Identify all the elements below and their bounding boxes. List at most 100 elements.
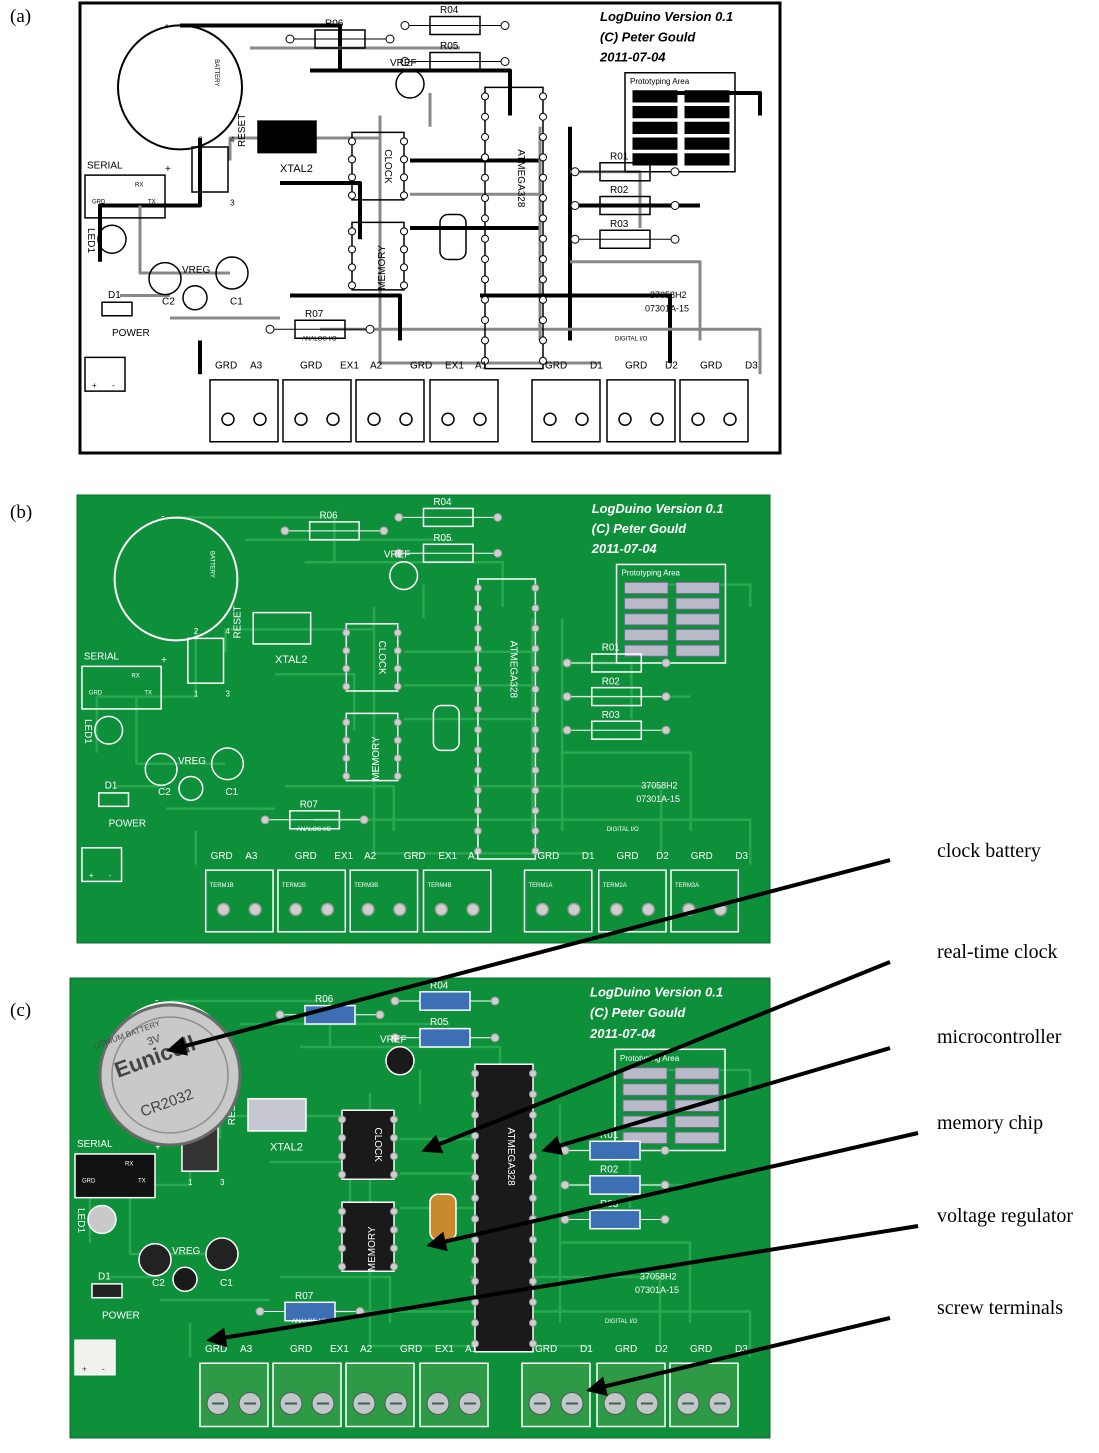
terminal-label: GRD [690,1344,712,1355]
diode-body [98,792,130,808]
crystal-label: XTAL2 [270,1142,303,1154]
terminal-pad [399,412,413,426]
diode-label: D1 [108,290,121,301]
diode-body [101,301,133,317]
prototyping-area-label: Prototyping Area [622,569,681,578]
chip-pad [539,194,547,203]
board-title: LogDuino Version 0.1 [590,984,723,999]
chip-pad [338,1244,346,1253]
resistor-pad [490,1033,500,1043]
vref-component [385,1046,415,1076]
prototyping-pad-row [675,613,721,626]
resistor-pad [562,692,572,702]
callout-arrows [166,858,919,1396]
chip-pad [539,173,547,182]
terminal-label: A3 [250,361,263,372]
chip-pad [531,766,540,775]
resistor-label: R06 [320,511,339,522]
panel-a-label: (a) [10,6,32,27]
resistor-pad [670,234,680,244]
prototyping-pad-row [684,90,730,103]
resistor-pad [275,1010,285,1020]
panel-b-label: (b) [10,502,33,523]
chip-pad [481,234,489,243]
resistor-pad [670,201,680,210]
chip-pad [400,137,408,146]
chip-pad [481,295,489,304]
prototyping-area-outline [615,563,727,664]
reset-switch [187,637,225,684]
prototyping-pad-row [675,581,721,595]
chip-pad [473,826,482,835]
terminal-label: EX1 [334,851,353,862]
battery-label: BATTERY [209,551,215,578]
resistor-label: R04 [433,497,452,508]
board-copyright: (C) Peter Gould [590,1005,686,1020]
resistor-body [591,653,643,673]
chip-pad [393,772,402,781]
vreg-label: VREG [178,756,206,767]
memory-chip [345,712,399,782]
screw-terminal-block [597,869,667,933]
chip-pad [342,646,351,655]
chip-pad [348,191,356,200]
chip-pad [529,1194,537,1203]
chip-pad [400,227,408,236]
prototyping-pad-row [623,597,669,610]
power-connector [74,1339,116,1376]
resistor-pad [385,34,395,44]
serial-label: SERIAL [77,1139,113,1150]
diode-label: D1 [105,780,118,791]
terminal-label: D3 [735,851,748,862]
prototyping-pad-row [632,153,678,166]
crystal-outline [252,611,312,645]
board-trace [170,999,332,1047]
chip-pad [348,155,356,164]
battery-label: BATTERY [213,59,219,86]
chip-pad [471,1069,479,1078]
board-trace [372,607,592,855]
board-trace [304,560,504,607]
serial-tx-label: TX [144,690,152,696]
voltage-regulator [178,775,204,802]
power-plus-mark: + [82,1364,87,1373]
terminal-label: GRD [215,361,237,372]
microcontroller-label: ATMEGA328 [515,149,526,208]
screw-terminal-block [349,869,419,933]
prototyping-pad-row [623,581,669,595]
chip-pad [481,194,489,203]
serial-jack [81,665,162,710]
terminal-pad [326,412,340,426]
serial-ground-label: GRD [89,690,102,696]
prototyping-pad-row [684,121,730,134]
chip-pad [531,725,540,734]
board-date: 2011-07-04 [589,1026,656,1041]
chip-pad [473,806,482,815]
screw-terminal-block [355,379,425,443]
terminal-label: GRD [290,1344,312,1355]
chip-pad [531,644,540,653]
board-trace [135,696,226,766]
terminal-label: A2 [370,361,383,372]
coin-cell-rim [111,1016,229,1134]
clock-label: CLOCK [372,1128,383,1163]
resistor-body [419,1027,471,1048]
terminal-label: GRD [211,851,233,862]
screw-terminal-block [669,1362,739,1428]
terminal-label: GRD [625,361,647,372]
board-trace [95,629,198,753]
c1-label: C1 [230,297,243,308]
chip-pad [473,624,482,633]
chip-pad [390,1133,398,1142]
serial-tx-label: TX [138,1179,146,1185]
terminal-pad [641,902,655,917]
resistor-body [419,991,471,1011]
chip-pad [473,644,482,653]
board-date: 2011-07-04 [591,541,657,556]
chip-pad [338,1133,346,1142]
resistor-pad [260,815,270,825]
battery-minus-mark: - [155,995,158,1006]
terminal-label: A1 [468,851,481,862]
microcontroller-chip [484,86,544,370]
resistor-label: R06 [325,19,344,30]
